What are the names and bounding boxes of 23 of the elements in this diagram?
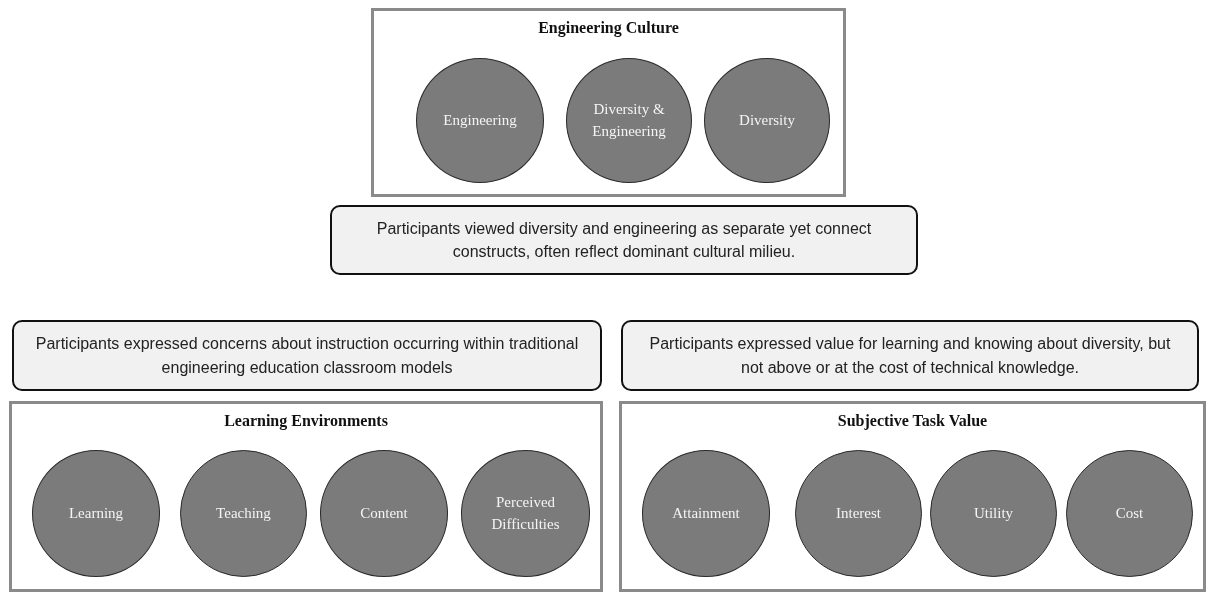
finding-box bbox=[12, 320, 602, 391]
group-heading: Learning Environments bbox=[223, 412, 389, 430]
concept-label: Diversity & Engineering bbox=[591, 99, 667, 141]
concept-label: Content bbox=[359, 503, 409, 523]
concept-label: Attainment bbox=[671, 503, 741, 523]
group-box bbox=[619, 401, 1206, 592]
group-heading: Engineering Culture bbox=[537, 19, 680, 37]
finding-box bbox=[621, 320, 1199, 391]
finding-box bbox=[330, 205, 918, 275]
concept-label: Perceived Difficulties bbox=[490, 492, 561, 534]
group-heading: Subjective Task Value bbox=[836, 412, 989, 430]
concept-label: Interest bbox=[835, 503, 882, 523]
concept-label: Utility bbox=[972, 503, 1015, 523]
concept-label: Learning bbox=[67, 503, 125, 523]
group-box bbox=[9, 401, 603, 592]
concept-label: Teaching bbox=[215, 503, 272, 523]
finding-text: Participants expressed concerns about instruction occurring within traditional engineering education classroom models bbox=[34, 334, 580, 378]
finding-text: Participants expressed value for learning and knowing about diversity, but not above or at the cost of technical knowledge. bbox=[648, 334, 1172, 378]
finding-text: Participants viewed diversity and engineering as separate yet connect constructs, often reflect dominant cultural milieu. bbox=[375, 218, 873, 262]
concept-label: Cost bbox=[1114, 503, 1145, 523]
concept-label: Diversity bbox=[738, 110, 796, 130]
concept-label: Engineering bbox=[442, 110, 518, 130]
group-box bbox=[371, 8, 846, 197]
